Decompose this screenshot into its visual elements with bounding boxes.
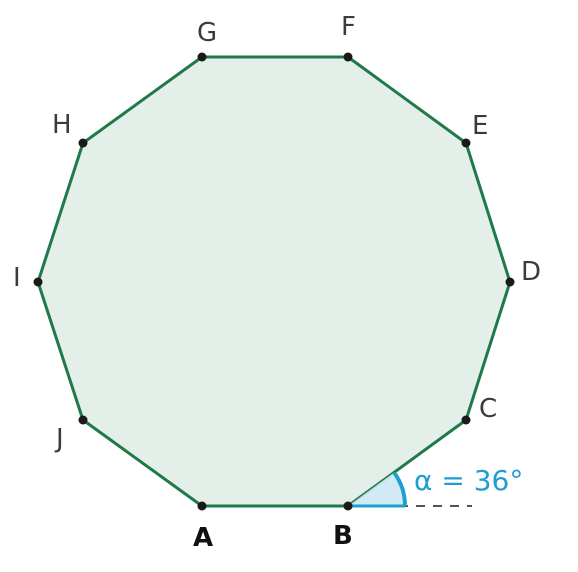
- angle-measure-label: α = 36°: [414, 464, 523, 497]
- vertex-label-h: H: [52, 110, 72, 140]
- exterior-angle-sector: [348, 472, 405, 506]
- vertex-points: [33, 52, 515, 511]
- vertex-label-g: G: [197, 18, 217, 48]
- vertex-point-b: [343, 501, 353, 511]
- vertex-label-e: E: [472, 111, 488, 141]
- vertex-point-a: [197, 501, 207, 511]
- vertex-point-e: [461, 138, 471, 148]
- vertex-label-c: C: [479, 394, 497, 424]
- vertex-label-f: F: [341, 12, 356, 42]
- vertex-point-f: [343, 52, 353, 62]
- vertex-label-b: B: [333, 521, 353, 551]
- vertex-point-i: [33, 277, 43, 287]
- vertex-point-j: [78, 415, 88, 425]
- vertex-label-d: D: [521, 257, 541, 287]
- vertex-label-a: A: [193, 523, 213, 553]
- vertex-point-h: [78, 138, 88, 148]
- vertex-point-d: [505, 277, 515, 287]
- exterior-angle-arc: [392, 471, 407, 507]
- vertex-label-j: J: [54, 424, 64, 454]
- vertex-point-g: [197, 52, 207, 62]
- vertex-label-i: I: [13, 263, 21, 293]
- vertex-point-c: [461, 415, 471, 425]
- decagon-shape: [36, 55, 512, 508]
